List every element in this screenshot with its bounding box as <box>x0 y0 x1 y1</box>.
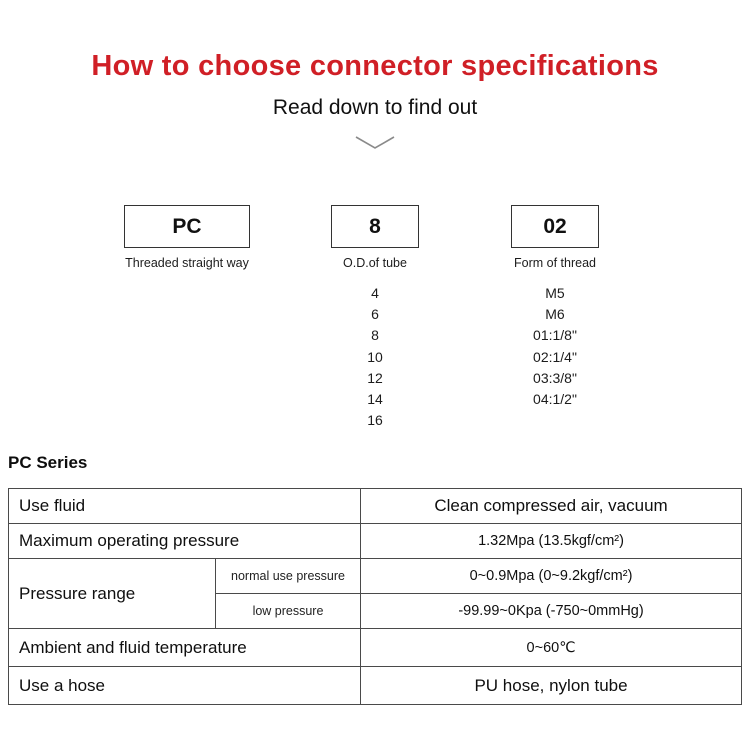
spec-table: Use fluid Clean compressed air, vacuum M… <box>7 488 742 705</box>
code-label-series: Threaded straight way <box>125 256 249 270</box>
chevron-container <box>0 134 750 157</box>
code-box-series-text: PC <box>172 215 202 238</box>
tube-option: 8 <box>371 327 379 344</box>
code-label-thread: Form of thread <box>514 256 596 270</box>
row-low-pressure-sublabel: low pressure <box>214 593 362 629</box>
row-hose-label: Use a hose <box>7 666 362 705</box>
row-max-pressure-label: Maximum operating pressure <box>7 523 362 559</box>
tube-options-list: 4 6 8 10 12 14 16 <box>300 283 450 431</box>
row-low-pressure-value: -99.99~0Kpa (-750~0mmHg) <box>360 593 742 629</box>
page-title: How to choose connector specifications <box>91 50 659 82</box>
thread-options-list: M5 M6 01:1/8" 02:1/4" 03:3/8" 04:1/2" <box>480 283 630 410</box>
thread-option: 02:1/4" <box>533 348 577 365</box>
tube-option: 16 <box>367 412 383 429</box>
tube-option: 10 <box>367 348 383 365</box>
row-normal-pressure-sublabel: normal use pressure <box>214 558 362 594</box>
thread-option: 04:1/2" <box>533 391 577 408</box>
table-row: Pressure range normal use pressure 0~0.9… <box>8 558 742 629</box>
tube-option: 14 <box>367 391 383 408</box>
row-max-pressure-value: 1.32Mpa (13.5kgf/cm²) <box>360 523 742 559</box>
row-temperature-label: Ambient and fluid temperature <box>7 628 362 667</box>
row-hose-value: PU hose, nylon tube <box>360 666 742 705</box>
code-box-series: PC <box>124 205 250 248</box>
code-box-tube-text: 8 <box>369 215 381 238</box>
table-row: Maximum operating pressure 1.32Mpa (13.5… <box>7 523 742 559</box>
spec-column-tube: 8 O.D.of tube 4 6 8 10 12 14 16 <box>300 205 450 431</box>
tube-option: 4 <box>371 285 379 301</box>
spec-column-series: PC Threaded straight way <box>87 205 287 270</box>
table-row: Use fluid Clean compressed air, vacuum <box>7 488 742 524</box>
table-row: Use a hose PU hose, nylon tube <box>7 666 742 705</box>
row-temperature-value: 0~60℃ <box>360 628 742 667</box>
thread-option: M6 <box>545 306 565 323</box>
code-box-thread: 02 <box>511 205 599 248</box>
row-use-fluid-label: Use fluid <box>7 488 362 524</box>
chevron-down-icon <box>355 136 395 149</box>
tube-option: 6 <box>371 306 379 323</box>
thread-option: M5 <box>545 285 565 301</box>
spec-column-thread: 02 Form of thread M5 M6 01:1/8" 02:1/4" … <box>480 205 630 410</box>
spec-code-columns: PC Threaded straight way 8 O.D.of tube 4… <box>0 205 750 445</box>
series-title: PC Series <box>8 453 88 472</box>
row-pressure-range-label: Pressure range <box>8 558 216 629</box>
thread-option: 03:3/8" <box>533 369 577 386</box>
thread-option: 01:1/8" <box>533 327 577 344</box>
row-use-fluid-value: Clean compressed air, vacuum <box>360 488 742 524</box>
row-normal-pressure-value: 0~0.9Mpa (0~9.2kgf/cm²) <box>360 558 742 594</box>
code-label-tube: O.D.of tube <box>343 256 407 270</box>
tube-option: 12 <box>367 369 383 386</box>
table-row: low pressure -99.99~0Kpa (-750~0mmHg) <box>9 593 742 629</box>
code-box-thread-text: 02 <box>543 215 567 238</box>
page-subtitle: Read down to find out <box>272 96 478 119</box>
table-row: Ambient and fluid temperature 0~60℃ <box>7 628 742 667</box>
code-box-tube: 8 <box>331 205 419 248</box>
